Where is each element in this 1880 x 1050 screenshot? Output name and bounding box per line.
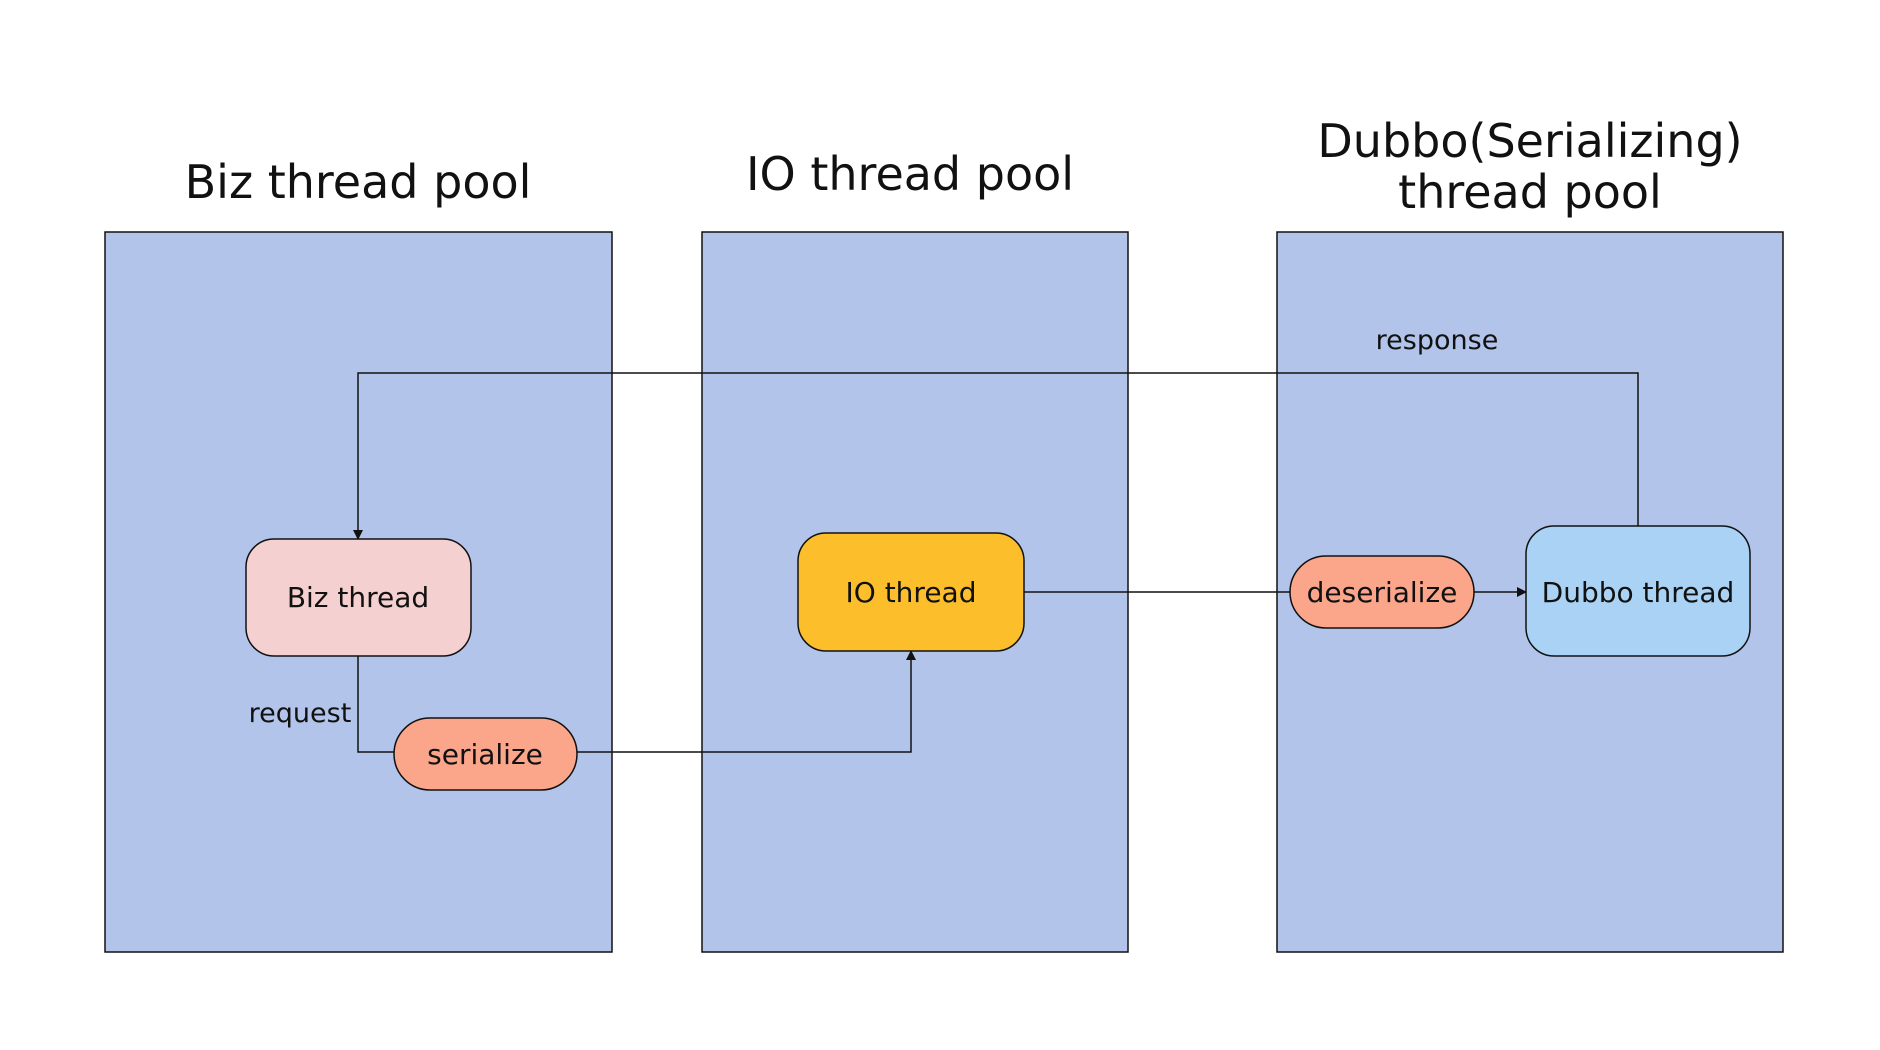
io-pool-title: IO thread pool	[746, 147, 1074, 201]
serialize-node[interactable]: serialize	[393, 717, 578, 791]
dubbo-thread-box	[1525, 525, 1751, 657]
deserialize-node[interactable]: deserialize	[1289, 555, 1475, 629]
dubbo-thread-node[interactable]: Dubbo thread	[1525, 525, 1751, 657]
serialize-to-io-connector	[577, 650, 916, 753]
request-label: request	[249, 698, 352, 729]
io-thread-node[interactable]: IO thread	[797, 532, 1025, 652]
io-thread-box	[797, 532, 1025, 652]
deserialize-box	[1289, 555, 1475, 629]
dubbo-thread-label: Dubbo thread	[1542, 576, 1735, 609]
request-connector	[357, 656, 394, 753]
dubbo-pool-title-line2: thread pool	[1398, 165, 1662, 219]
response-label: response	[1376, 325, 1499, 356]
biz-thread-node[interactable]: Biz thread	[245, 538, 472, 657]
dubbo-pool-title-line1: Dubbo(Serializing)	[1317, 114, 1742, 168]
biz-thread-box	[245, 538, 472, 657]
serialize-label: serialize	[427, 738, 543, 771]
biz-pool-title: Biz thread pool	[185, 155, 532, 209]
biz-thread-label: Biz thread	[287, 581, 429, 614]
io-thread-label: IO thread	[846, 576, 977, 609]
deserialize-label: deserialize	[1307, 576, 1458, 609]
response-connector	[353, 372, 1639, 540]
serialize-box	[393, 717, 578, 791]
